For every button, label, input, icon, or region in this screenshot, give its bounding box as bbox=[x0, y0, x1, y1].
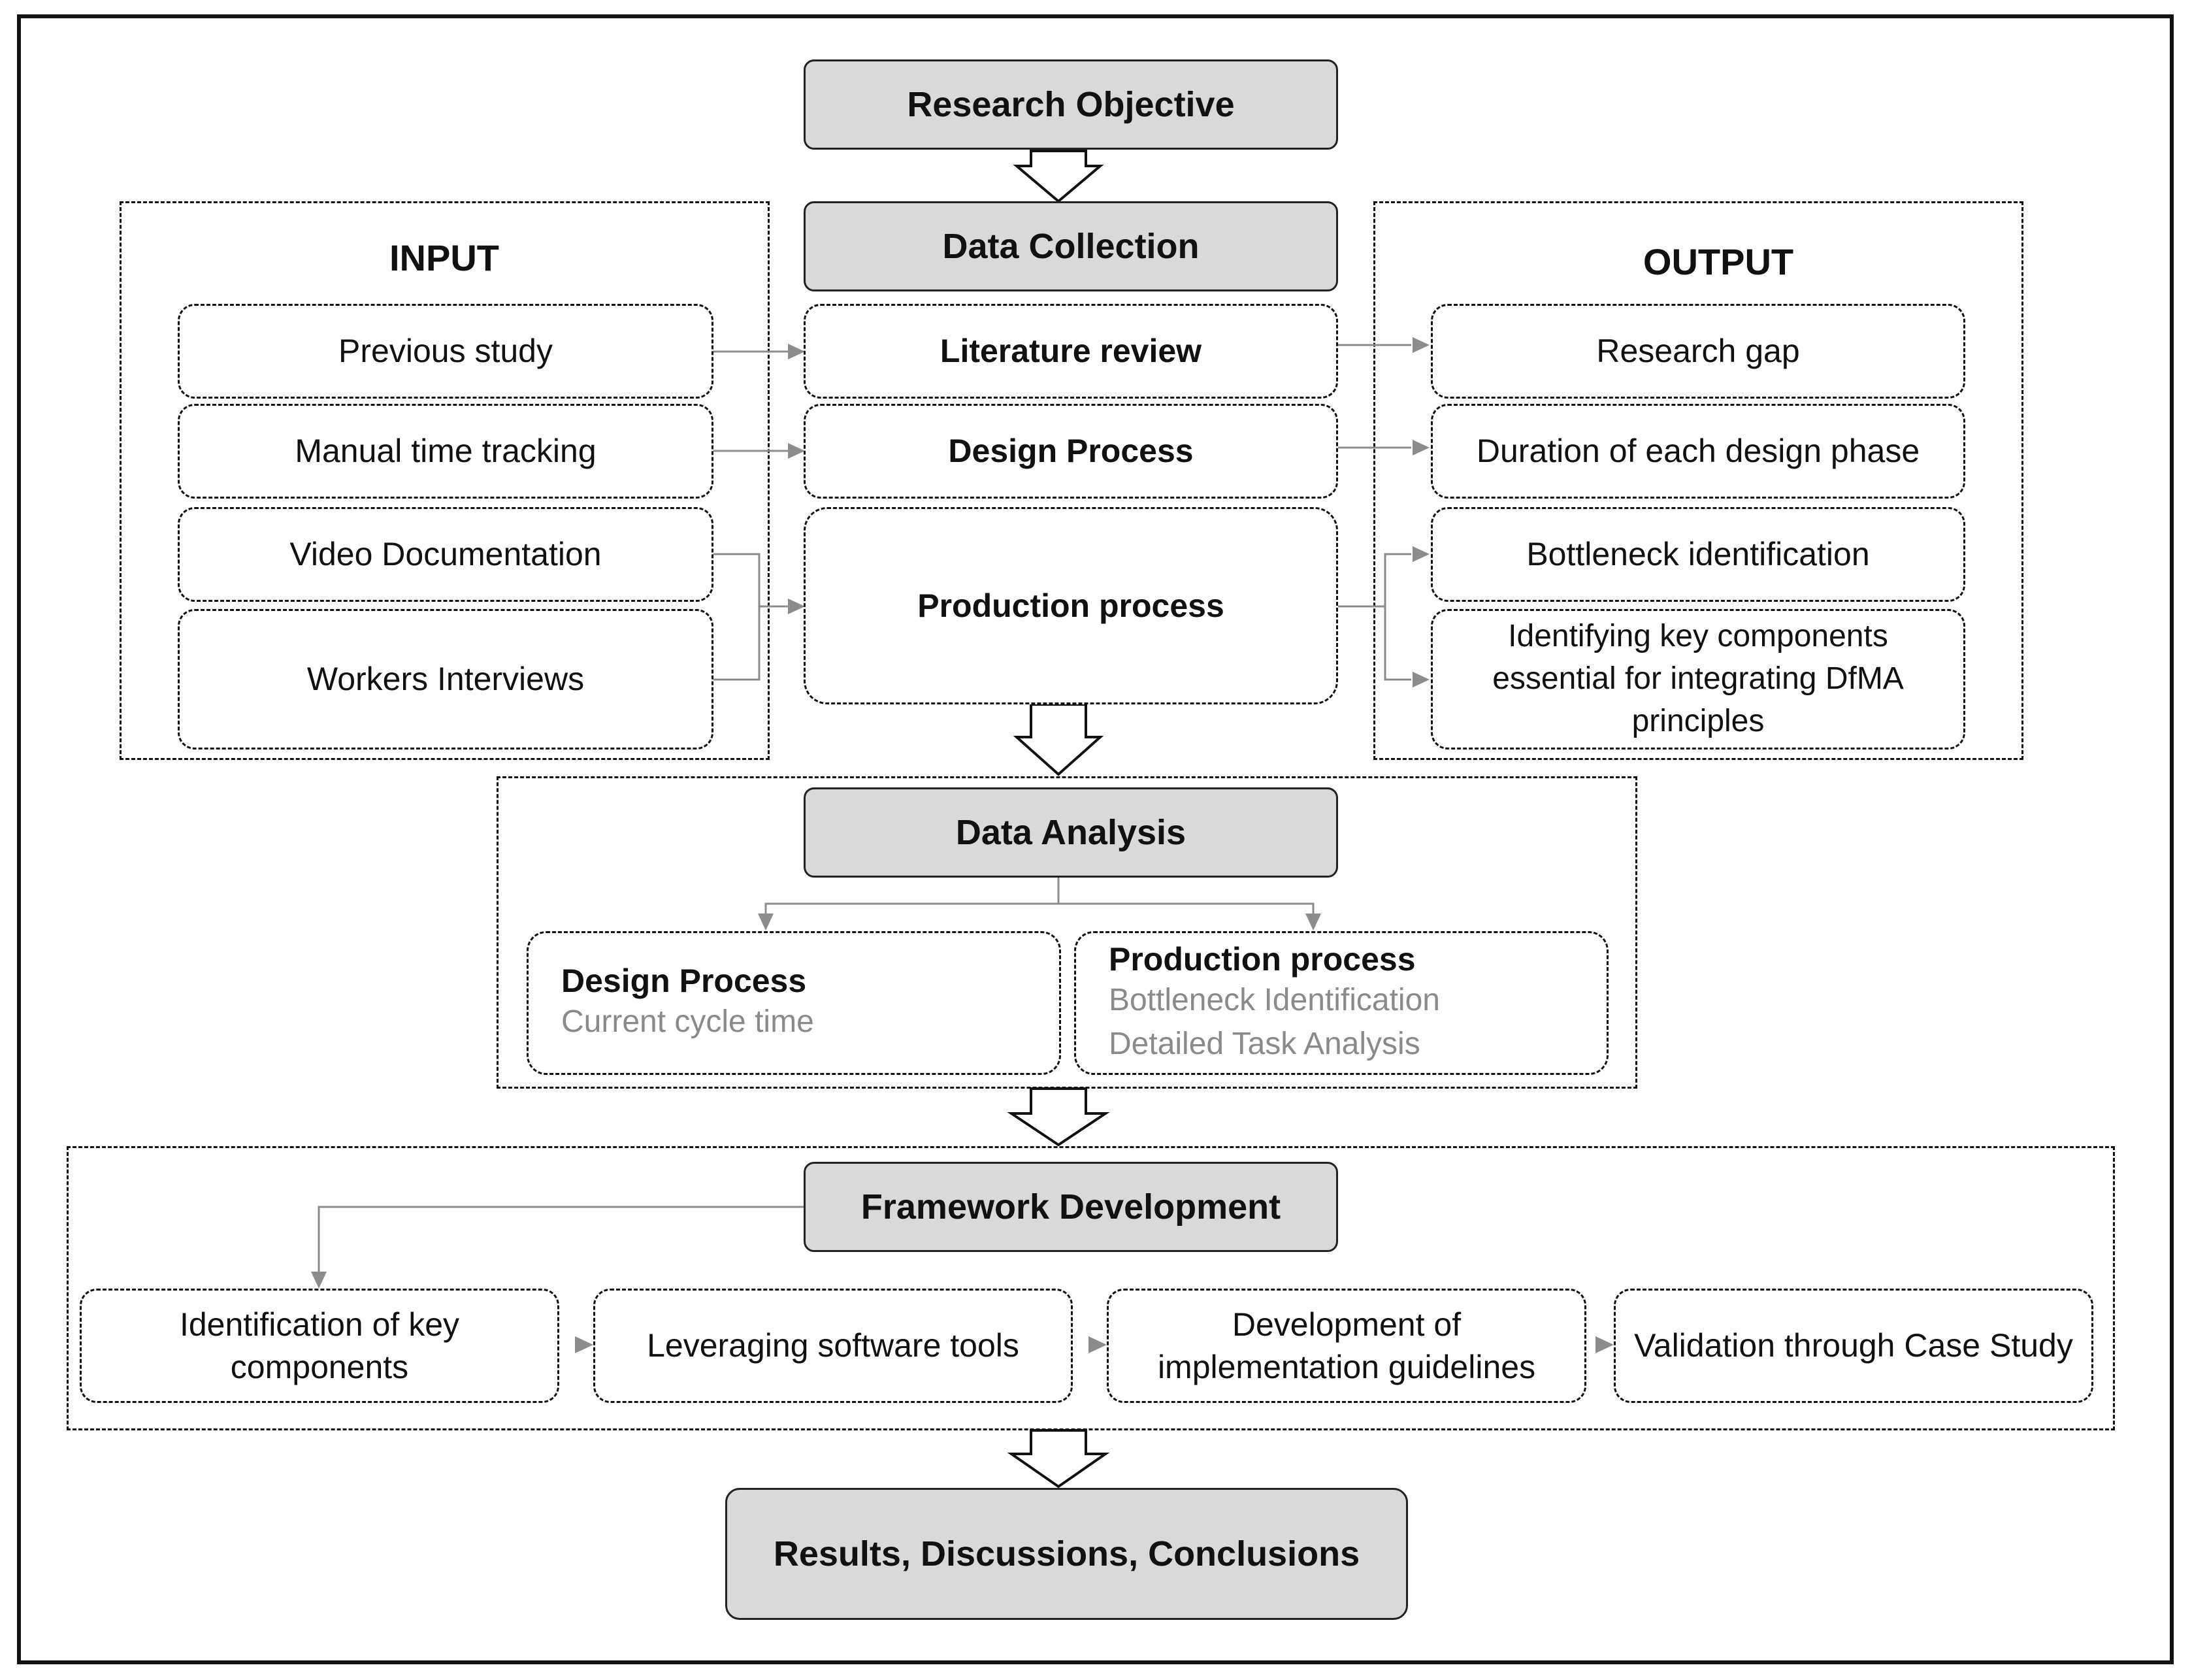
framework-step-validation: Validation through Case Study bbox=[1614, 1289, 2093, 1403]
input-item-workers-interviews: Workers Interviews bbox=[178, 609, 713, 749]
framework-step-software-tools: Leveraging software tools bbox=[593, 1289, 1073, 1403]
arrowhead bbox=[788, 443, 805, 459]
arrowhead bbox=[788, 344, 805, 359]
output-item-bottleneck: Bottleneck identification bbox=[1431, 507, 1965, 602]
framework-step-key-components: Identification of key components bbox=[80, 1289, 559, 1403]
arrowhead bbox=[788, 599, 805, 614]
arrowhead bbox=[1413, 440, 1430, 455]
framework-step-guidelines: Development of implementation guidelines bbox=[1107, 1289, 1586, 1403]
data-collection-box: Data Collection bbox=[804, 201, 1338, 291]
input-heading: INPUT bbox=[389, 237, 499, 278]
framework-development-box: Framework Development bbox=[804, 1162, 1338, 1252]
figure-frame bbox=[17, 14, 2174, 1664]
collection-item-literature-review: Literature review bbox=[804, 304, 1338, 399]
analysis-production-line: Bottleneck Identification bbox=[1109, 982, 1440, 1017]
output-item-key-components: Identifying key components essential for… bbox=[1431, 609, 1965, 749]
arrowhead bbox=[575, 1336, 593, 1353]
data-collection-label: Data Collection bbox=[942, 227, 1200, 266]
input-item-manual-time-tracking: Manual time tracking bbox=[178, 404, 713, 499]
analysis-design-title: Design Process bbox=[561, 963, 807, 1000]
connector-bottleneck-key bbox=[1384, 553, 1411, 681]
connector-analysis-branch bbox=[764, 902, 1315, 915]
down-arrow-4 bbox=[1007, 1429, 1110, 1489]
analysis-production-line: Detailed Task Analysis bbox=[1109, 1027, 1420, 1061]
framework-development-label: Framework Development bbox=[860, 1187, 1281, 1227]
arrowhead bbox=[1595, 1336, 1614, 1353]
output-item-research-gap: Research gap bbox=[1431, 304, 1965, 399]
input-item-previous-study: Previous study bbox=[178, 304, 713, 399]
connector-video-interviews bbox=[713, 553, 761, 681]
results-label: Results, Discussions, Conclusions bbox=[773, 1534, 1360, 1573]
output-heading: OUTPUT bbox=[1643, 241, 1794, 282]
arrowhead bbox=[311, 1272, 327, 1289]
research-objective-label: Research Objective bbox=[907, 85, 1235, 124]
data-analysis-label: Data Analysis bbox=[955, 813, 1186, 852]
research-objective-box: Research Objective bbox=[804, 59, 1338, 150]
arrowhead bbox=[1413, 546, 1430, 562]
collection-item-design-process: Design Process bbox=[804, 404, 1338, 499]
arrowhead bbox=[1413, 337, 1430, 353]
arrowhead bbox=[1305, 914, 1321, 931]
arrowhead bbox=[758, 914, 774, 931]
analysis-design-process: Design Process Current cycle time bbox=[527, 931, 1061, 1075]
analysis-production-process: Production process Bottleneck Identifica… bbox=[1074, 931, 1609, 1075]
down-arrow-2 bbox=[1013, 703, 1104, 776]
down-arrow-3 bbox=[1007, 1087, 1110, 1147]
analysis-production-title: Production process bbox=[1109, 940, 1416, 978]
analysis-design-line: Current cycle time bbox=[561, 1004, 814, 1040]
down-arrow-1 bbox=[1013, 150, 1104, 203]
output-item-duration: Duration of each design phase bbox=[1431, 404, 1965, 499]
arrowhead bbox=[1088, 1336, 1107, 1353]
connector-framework-branch bbox=[318, 1206, 805, 1277]
arrowhead bbox=[1413, 672, 1430, 687]
output-panel bbox=[1373, 201, 2023, 760]
collection-item-production-process: Production process bbox=[804, 507, 1338, 704]
data-analysis-box: Data Analysis bbox=[804, 787, 1338, 878]
input-panel bbox=[120, 201, 770, 760]
framework-panel bbox=[67, 1146, 2115, 1430]
results-box: Results, Discussions, Conclusions bbox=[725, 1488, 1408, 1620]
input-item-video-documentation: Video Documentation bbox=[178, 507, 713, 602]
